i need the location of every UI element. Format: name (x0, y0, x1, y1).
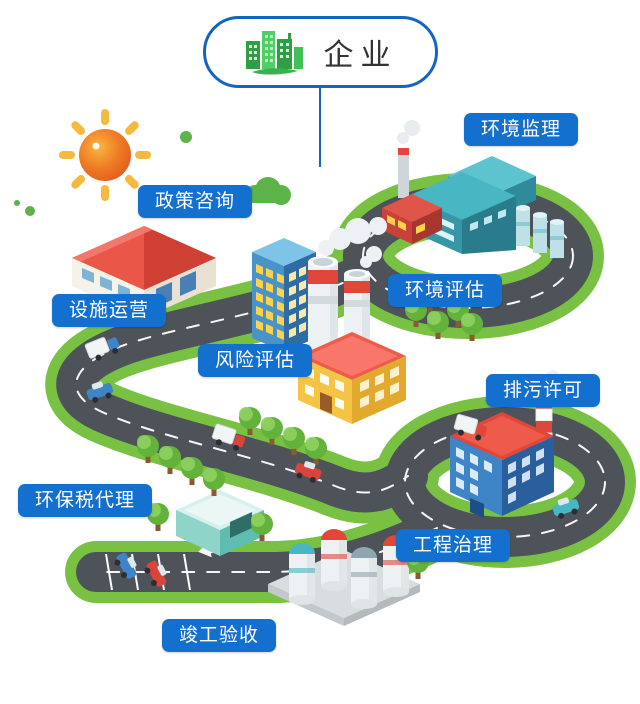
office-tower-icon (252, 238, 316, 352)
smoke (318, 217, 387, 268)
label-completion-acceptance: 竣工验收 (162, 619, 277, 652)
storage-tank-icon (289, 529, 409, 609)
label-environmental-assessment: 环境评估 (388, 274, 503, 307)
factory-northeast (382, 120, 564, 258)
silo-icon (516, 205, 564, 258)
label-environmental-supervision: 环境监理 (464, 113, 579, 146)
eco-city-icon (244, 25, 306, 80)
label-risk-assessment: 风险评估 (198, 344, 313, 377)
enterprise-badge: 企业 (203, 16, 438, 88)
label-policy-consulting: 政策咨询 (138, 185, 253, 218)
label-engineering-treatment: 工程治理 (396, 529, 511, 562)
parking-garage-icon (176, 490, 264, 556)
label-discharge-permit: 排污许可 (486, 374, 601, 407)
page-title: 企业 (323, 39, 398, 72)
storage-tanks (268, 529, 420, 626)
sun-icon (59, 109, 151, 201)
cloud-icon (14, 131, 291, 216)
label-facility-operation: 设施运营 (52, 294, 167, 327)
yellow-hall (298, 332, 406, 424)
central-factory-complex (252, 217, 406, 424)
label-environmental-tax-agency: 环保税代理 (18, 484, 153, 517)
connector-line (319, 87, 321, 167)
